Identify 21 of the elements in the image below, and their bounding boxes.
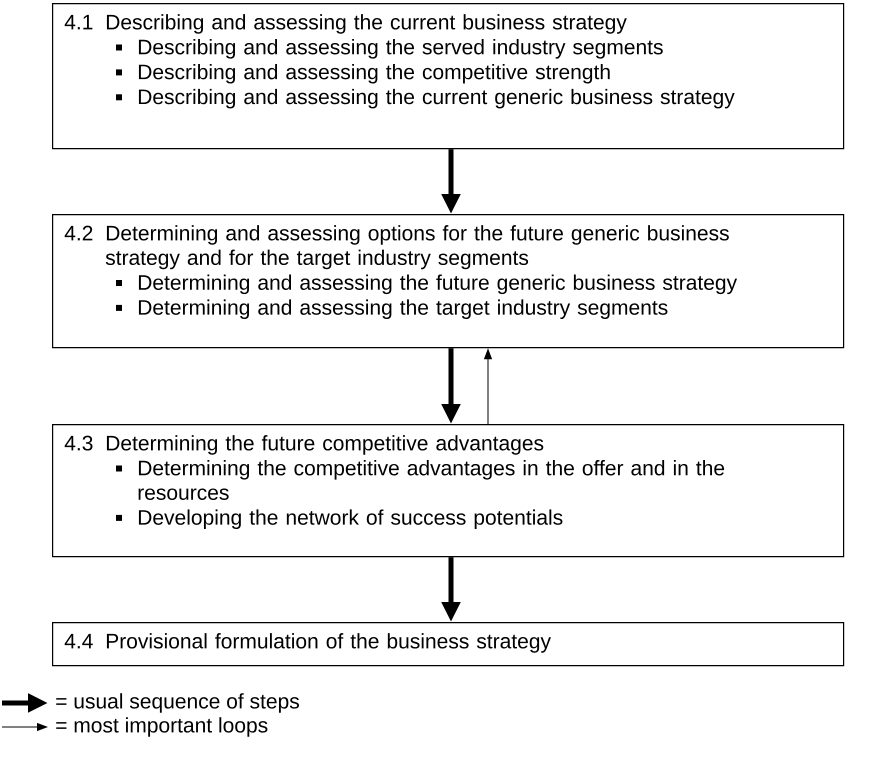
step-number: 4.4 [64,634,93,648]
bullet-item: Describing and assessing the served industry segments [116,39,663,59]
step-number: 4.3 [64,436,92,451]
bullet-item: Describing and assessing the competitive strength [116,64,610,84]
bullet-item: Determining the competitive advantages in the offer and in the resources [116,460,724,500]
bullet-item: Determining and assessing the future generic business strategy [116,274,738,294]
step-heading: Determining and assessing options for the future generic business strategy and for the target industry segments [106,225,729,270]
step-heading: Provisional formulation of the business strategy [106,633,551,653]
step-box [52,3,844,150]
step-heading: Describing and assessing the current business strategy [106,14,627,34]
legend-text: = usual sequence of steps [56,693,299,713]
step-number: 4.1 [64,14,92,30]
bullet-item: Determining and assessing the target industry segments [116,299,668,319]
bullet-item: Developing the network of success potentials [116,509,562,529]
step-heading: Determining the future competitive advantages [106,435,544,455]
step-box [52,214,844,348]
step-box [52,424,844,558]
step-box [52,622,844,666]
legend-text: = most important loops [56,717,268,737]
step-number: 4.2 [64,226,92,240]
bullet-item: Describing and assessing the current generic business strategy [116,88,735,108]
